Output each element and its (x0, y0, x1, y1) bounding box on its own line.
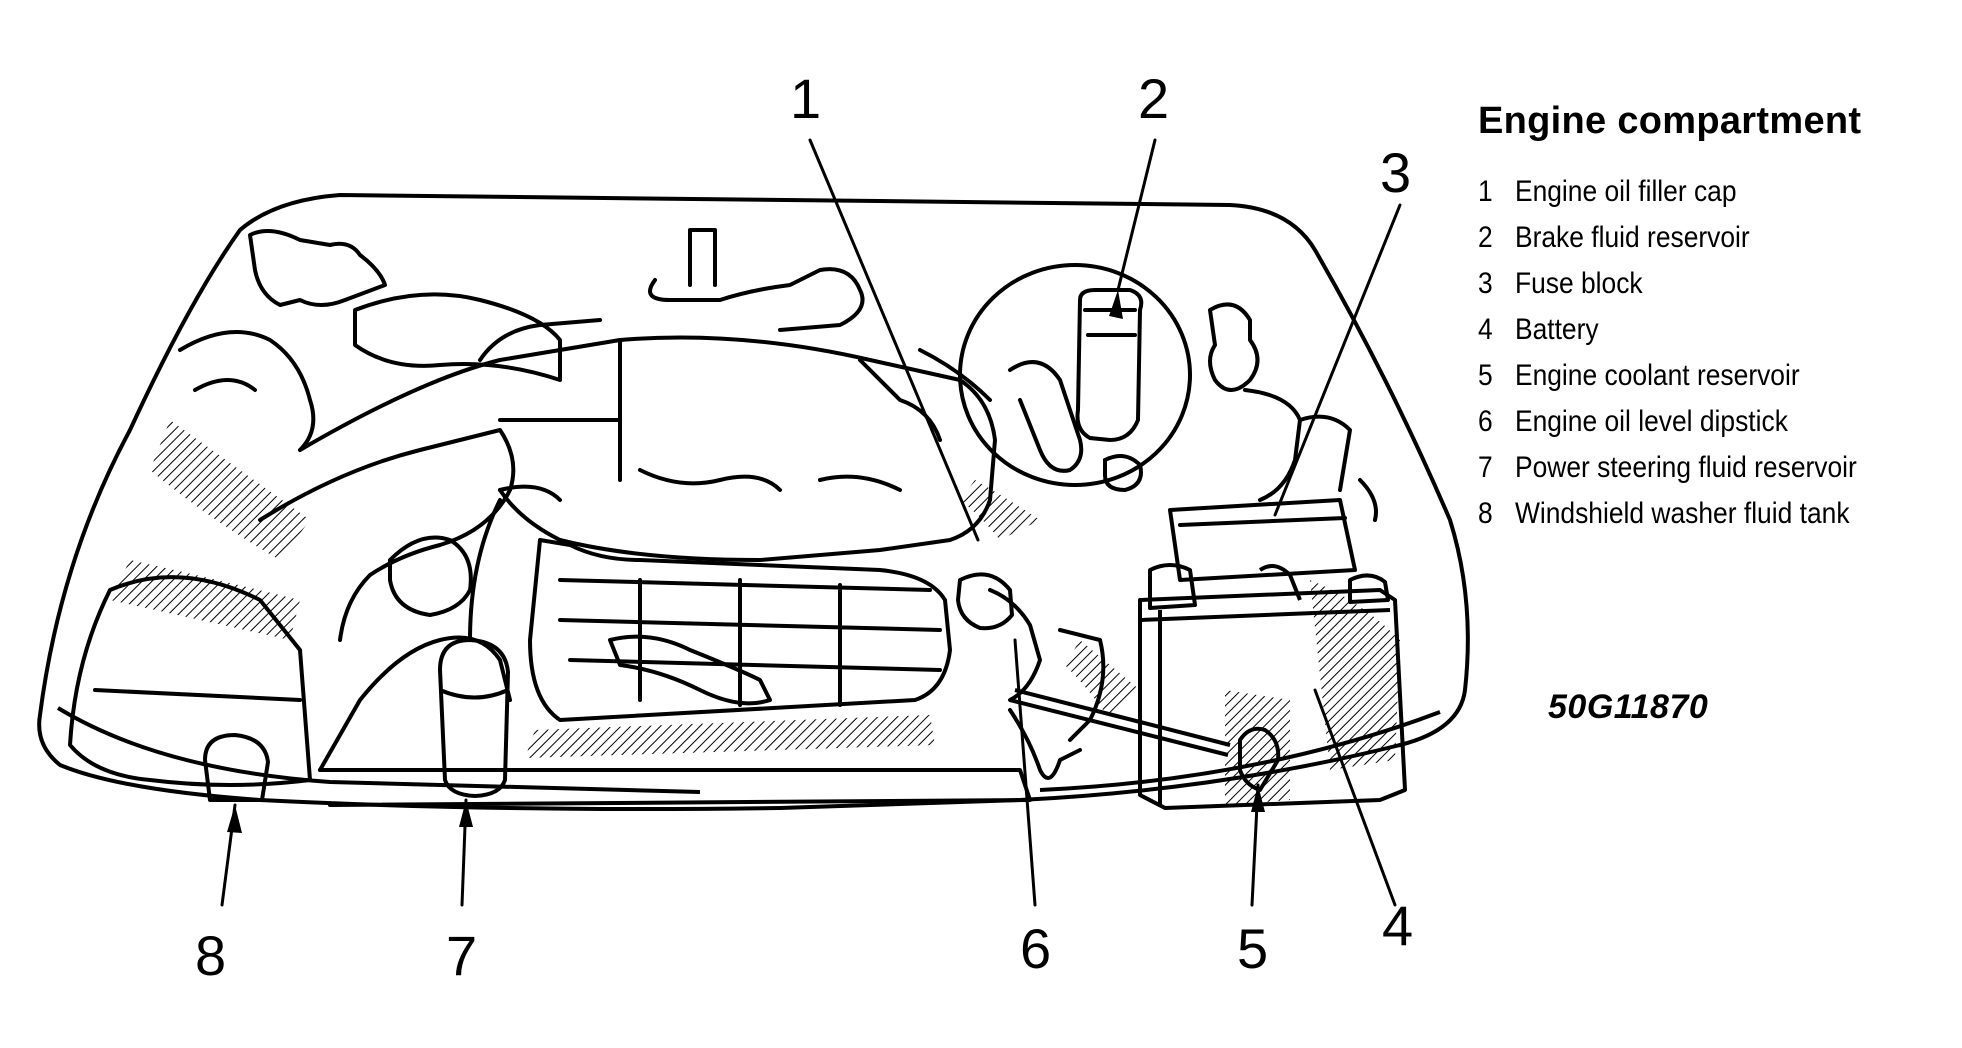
legend-item: 6 Engine oil level dipstick (1478, 399, 1892, 445)
legend-label: Engine coolant reservoir (1514, 359, 1800, 392)
legend-number: 7 (1478, 451, 1493, 484)
legend-title: Engine compartment (1478, 100, 1862, 142)
legend-number: 3 (1478, 267, 1493, 300)
legend-label: Power steering fluid reservoir (1514, 451, 1857, 484)
fuse-block-and-hoses (1168, 302, 1378, 582)
leader-arrowheads (227, 290, 1265, 833)
engine-components-linework (68, 228, 1106, 807)
callout-2: 2 (1138, 67, 1169, 130)
callout-1: 1 (790, 67, 821, 130)
legend-item: 3 Fuse block (1478, 261, 1892, 307)
callout-4: 4 (1382, 894, 1413, 957)
legend-number: 1 (1478, 175, 1493, 208)
callout-5: 5 (1237, 917, 1268, 980)
battery-drawing (1138, 563, 1407, 810)
legend-label: Engine oil filler cap (1514, 175, 1737, 208)
legend-label: Brake fluid reservoir (1514, 221, 1750, 254)
figure-reference-code: 50G11870 (1548, 688, 1709, 726)
legend-number: 4 (1478, 313, 1493, 346)
legend-item: 7 Power steering fluid reservoir (1478, 445, 1892, 491)
legend-item: 8 Windshield washer fluid tank (1478, 491, 1892, 537)
legend-item: 5 Engine coolant reservoir (1478, 353, 1892, 399)
callout-3: 3 (1380, 141, 1411, 204)
legend-number: 8 (1478, 497, 1493, 530)
legend-label: Engine oil level dipstick (1514, 405, 1788, 438)
callout-8: 8 (195, 924, 226, 987)
legend-number: 2 (1478, 221, 1493, 254)
legend-list: 1 Engine oil filler cap 2 Brake fluid rese… (1478, 169, 1948, 537)
legend-number: 5 (1478, 359, 1493, 392)
legend-label: Windshield washer fluid tank (1514, 497, 1850, 530)
legend: Engine compartment 1 Engine oil filler ca… (1478, 100, 1948, 537)
small-reservoirs (203, 572, 1281, 802)
legend-item: 2 Brake fluid reservoir (1478, 215, 1892, 261)
legend-label: Fuse block (1514, 267, 1643, 300)
leader-lines (220, 138, 1402, 907)
legend-number: 6 (1478, 405, 1493, 438)
callout-6: 6 (1020, 917, 1051, 980)
legend-label: Battery (1514, 313, 1599, 346)
legend-item: 1 Engine oil filler cap (1478, 169, 1892, 215)
brake-booster-drawing (958, 263, 1192, 493)
callout-7: 7 (446, 924, 477, 987)
legend-item: 4 Battery (1478, 307, 1892, 353)
